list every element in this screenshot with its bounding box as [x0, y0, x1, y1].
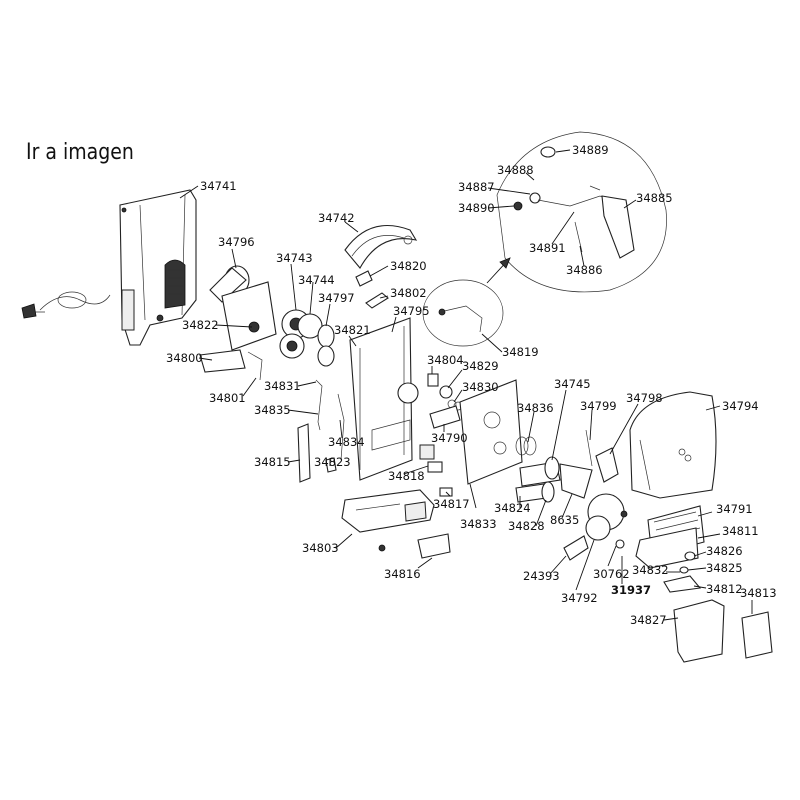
- central-frame-part: [349, 317, 435, 481]
- rods-part: [297, 379, 345, 483]
- part-label: 34792: [561, 591, 598, 605]
- base-part: [341, 489, 451, 559]
- part-label: 8635: [550, 513, 579, 527]
- part-label: 34890: [458, 201, 495, 215]
- part-label: 34836: [517, 401, 554, 415]
- part-label: 34827: [630, 613, 667, 627]
- part-label: 34824: [494, 501, 531, 515]
- part-label: 31937: [611, 583, 651, 597]
- gear-set-part: [279, 309, 335, 367]
- part-label: 34802: [390, 286, 427, 300]
- part-label: 34885: [636, 191, 673, 205]
- pump-assembly-part: [515, 436, 593, 503]
- part-label: 34835: [254, 403, 291, 417]
- part-label: 34796: [218, 235, 255, 249]
- reservoir-part: [635, 505, 705, 569]
- part-label: 34741: [200, 179, 237, 193]
- part-label: 34799: [580, 399, 617, 413]
- part-label: 34828: [508, 519, 545, 533]
- motor-group-part: [563, 493, 628, 561]
- part-label: 34891: [529, 241, 566, 255]
- part-label: 34817: [433, 497, 470, 511]
- part-label: 34790: [431, 431, 468, 445]
- part-label: 34744: [298, 273, 335, 287]
- part-label: 34886: [566, 263, 603, 277]
- part-label: 34821: [334, 323, 371, 337]
- part-label: 34819: [502, 345, 539, 359]
- part-label: 34743: [276, 251, 313, 265]
- part-label: 34813: [740, 586, 777, 600]
- valve-parts: [427, 373, 463, 429]
- part-label: 34830: [462, 380, 499, 394]
- part-label: 34834: [328, 435, 365, 449]
- part-label: 34820: [390, 259, 427, 273]
- part-label: 34795: [393, 304, 430, 318]
- part-label: 34833: [460, 517, 497, 531]
- detail-oval: [422, 257, 511, 347]
- part-label: 34800: [166, 351, 203, 365]
- detail-callout: [496, 131, 667, 293]
- part-label: 34815: [254, 455, 291, 469]
- part-label: 34803: [302, 541, 339, 555]
- part-label: 34818: [388, 469, 425, 483]
- go-to-image-link[interactable]: Ir a imagen: [26, 140, 134, 165]
- part-label: 34742: [318, 211, 355, 225]
- part-label: 34831: [264, 379, 301, 393]
- part-label: 34822: [182, 318, 219, 332]
- part-label: 34888: [497, 163, 534, 177]
- connectors-part: [427, 461, 453, 497]
- part-label: 34798: [626, 391, 663, 405]
- side-plate-part: [459, 379, 523, 485]
- part-label: 34797: [318, 291, 355, 305]
- part-label: 34791: [716, 502, 753, 516]
- part-label: 34812: [706, 582, 743, 596]
- water-tank-part: [673, 599, 773, 663]
- part-label: 34804: [427, 353, 464, 367]
- part-label: 34825: [706, 561, 743, 575]
- part-label: 24393: [523, 569, 560, 583]
- part-label: 34887: [458, 180, 495, 194]
- part-label: 34816: [384, 567, 421, 581]
- part-label: 34889: [572, 143, 609, 157]
- part-label: 34832: [632, 563, 669, 577]
- small-fittings-part: [355, 270, 389, 309]
- part-label: 34829: [462, 359, 499, 373]
- part-label: 30762: [593, 567, 630, 581]
- part-label: 34811: [722, 524, 759, 538]
- drain-parts: [663, 551, 702, 593]
- front-cover-part: [629, 391, 717, 499]
- part-label: 34826: [706, 544, 743, 558]
- callout-labels: 34741 34796 34822 34800 34801 34743 3474…: [166, 143, 777, 627]
- top-cover-part: [344, 225, 418, 269]
- part-label: 34794: [722, 399, 759, 413]
- part-label: 34745: [554, 377, 591, 391]
- part-label: 34823: [314, 455, 351, 469]
- rear-housing-part: [21, 189, 197, 346]
- part-label: 34801: [209, 391, 246, 405]
- bracket-part: [585, 429, 619, 483]
